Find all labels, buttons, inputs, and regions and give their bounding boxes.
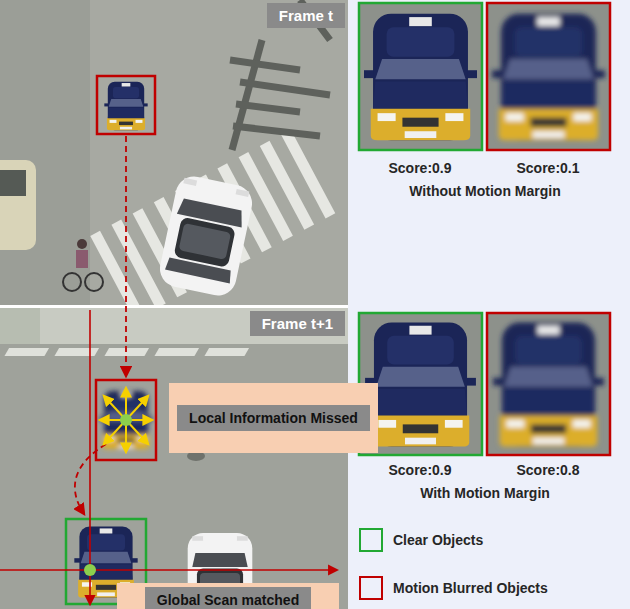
note-box: Local Information Missed (169, 383, 378, 453)
pole-shadow (233, 126, 320, 136)
crop-clear (359, 3, 482, 150)
legend-text: Motion Blurred Objects (393, 580, 548, 596)
blur-box (97, 76, 155, 134)
crop-blurred (493, 322, 604, 446)
frame-t-photo (157, 173, 256, 299)
frame-t-photo (0, 0, 90, 305)
label-slot: Score:0.1 (516, 160, 579, 176)
crosswalk (260, 141, 314, 230)
frame-label: Frame t+1 (250, 311, 345, 336)
center-dot (84, 564, 96, 576)
note-text: Global Scan matched (145, 587, 311, 609)
label-slot: Score:0.8 (516, 462, 579, 478)
legend-item: Clear Objects (359, 528, 483, 552)
right-panel (348, 0, 630, 609)
frame-t1-photo (0, 308, 348, 344)
crop-blurred (487, 313, 610, 455)
label-slot: Without Motion Margin (409, 183, 561, 199)
crosshair (0, 569, 337, 571)
cyclist (63, 239, 103, 291)
crosswalk (54, 348, 99, 356)
legend-item: Motion Blurred Objects (359, 576, 548, 600)
label-slot: Score:0.9 (388, 160, 451, 176)
score-text: Score:0.9 (388, 160, 451, 176)
label-slot: With Motion Margin (420, 485, 550, 501)
pole-shadow (232, 40, 262, 150)
frame-panel: Frame t (0, 0, 348, 305)
label-slot: Score:0.9 (388, 462, 451, 478)
crosswalk (0, 348, 249, 356)
crosswalk (204, 348, 249, 356)
crop-clear (364, 14, 477, 141)
cyclist (76, 250, 88, 268)
row-caption: With Motion Margin (420, 485, 550, 501)
crop-blurred (487, 313, 610, 455)
pole-shadow (230, 60, 300, 70)
score-text: Score:0.9 (388, 462, 451, 478)
crosswalk (111, 220, 165, 305)
motion-arrow (75, 136, 126, 514)
crop-blurred (487, 3, 610, 150)
frame-panel: Local Information MissedGlobal Scan matc… (0, 308, 348, 609)
frame-t1-photo (0, 308, 348, 609)
score-text: Score:0.8 (516, 462, 579, 478)
frame-t-photo (104, 82, 147, 131)
minivan (0, 160, 36, 250)
pole-shadow (236, 104, 300, 112)
motion-arrow (75, 444, 106, 514)
crosswalk (281, 129, 335, 218)
crosswalk (154, 348, 199, 356)
frame-t1-photo (0, 308, 348, 609)
frame-t-photo (0, 0, 348, 305)
minivan (0, 170, 26, 196)
cyclist (77, 239, 87, 249)
crop-clear (359, 3, 482, 150)
legend-swatch (359, 576, 383, 600)
crop-clear (365, 322, 476, 446)
minivan (0, 160, 36, 250)
blur-box (96, 380, 156, 460)
note-box: Global Scan matched (117, 583, 339, 609)
frame-label: Frame t (267, 3, 345, 28)
cyclist (85, 273, 103, 291)
local-scan-arrows (100, 388, 152, 452)
legend-swatch (359, 528, 383, 552)
note-text: Local Information Missed (177, 405, 370, 432)
frame-t-photo (0, 0, 348, 305)
pole-shadow (240, 82, 330, 95)
cyclist (63, 273, 81, 291)
legend-text: Clear Objects (393, 532, 483, 548)
crop-blurred (487, 3, 610, 150)
crosshair (0, 310, 337, 604)
crop-clear (359, 3, 482, 150)
crosswalk (4, 348, 49, 356)
center-dot (120, 414, 132, 426)
score-text: Score:0.1 (516, 160, 579, 176)
motion-arrow (125, 136, 127, 376)
crosswalk (90, 129, 335, 305)
frame-t1-photo (0, 308, 40, 344)
crop-blurred (487, 313, 610, 455)
row-caption: Without Motion Margin (409, 183, 561, 199)
crop-blurred (487, 3, 610, 150)
crop-blurred (492, 14, 605, 141)
